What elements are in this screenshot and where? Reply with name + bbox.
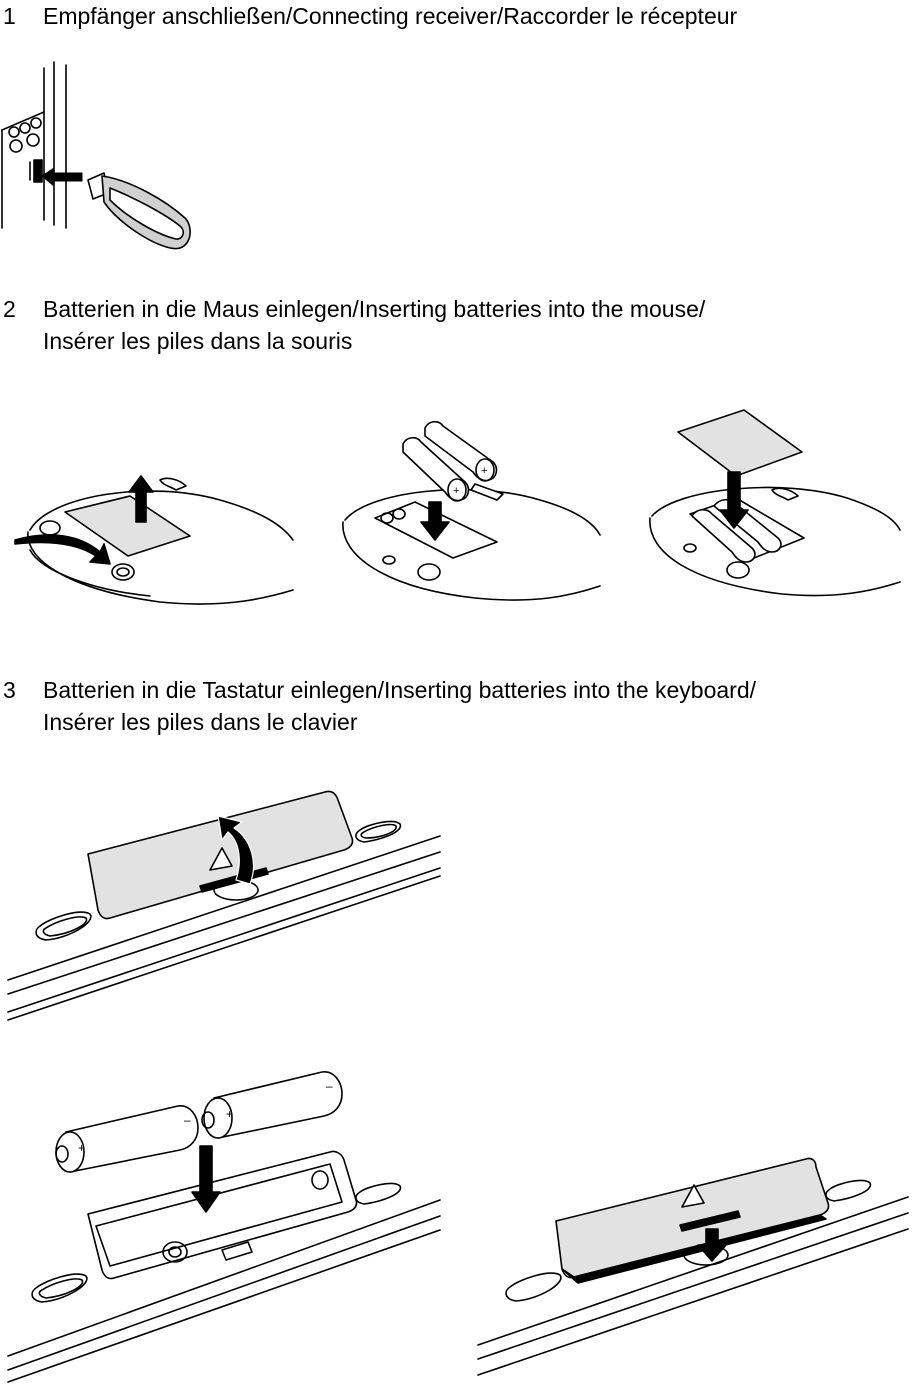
connect-receiver-illustration	[0, 60, 220, 260]
rotate-arrow	[15, 535, 110, 564]
mouse-open-cover-illustration	[10, 440, 305, 615]
insert-arrow	[192, 1146, 220, 1212]
battery-aa: + –	[56, 1106, 198, 1172]
mouse-insert-batteries-illustration: + +	[325, 410, 610, 615]
keyboard-foot	[506, 1273, 561, 1301]
step-number: 2	[3, 293, 16, 325]
step-title: Batterien in die Maus einlegen/Inserting…	[43, 293, 705, 325]
keyboard-open-cover-illustration	[0, 780, 450, 1035]
battery-plus-mark: +	[78, 1141, 85, 1155]
keyboard-insert-batteries-illustration: + – + –	[0, 1060, 450, 1392]
keyboard-foot	[36, 912, 91, 940]
mouse-body	[28, 491, 293, 604]
computer-case	[2, 62, 66, 228]
step-title-line-2: Insérer les piles dans la souris	[43, 325, 352, 357]
cover-latch	[772, 488, 798, 500]
cover-latch	[160, 478, 186, 490]
battery-cover	[678, 410, 802, 476]
battery-minus-mark: –	[326, 1079, 333, 1093]
step-title-line-2: Insérer les piles dans le clavier	[43, 706, 357, 738]
keyboard-foot	[826, 1181, 871, 1201]
step-title: Empfänger anschließen/Connecting receive…	[43, 0, 737, 32]
mouse-close-cover-illustration	[632, 398, 902, 613]
battery-minus-mark: –	[184, 1113, 191, 1127]
battery-plus-mark: +	[453, 485, 459, 497]
keyboard-foot	[356, 1184, 401, 1204]
keyboard-foot	[356, 822, 401, 842]
battery-plus-mark: +	[481, 465, 487, 477]
keyboard-close-cover-illustration	[470, 1145, 910, 1390]
step-number: 1	[3, 0, 16, 32]
insert-arrow	[42, 168, 82, 186]
usb-receiver	[88, 173, 190, 249]
mouse-body	[343, 490, 600, 600]
battery-cover	[556, 1158, 829, 1277]
battery-plus-mark: +	[226, 1107, 233, 1121]
keyboard-foot	[32, 1274, 87, 1302]
step-number: 3	[3, 674, 16, 706]
battery-aa: + –	[202, 1072, 342, 1138]
step-title: Batterien in die Tastatur einlegen/Inser…	[43, 674, 756, 706]
